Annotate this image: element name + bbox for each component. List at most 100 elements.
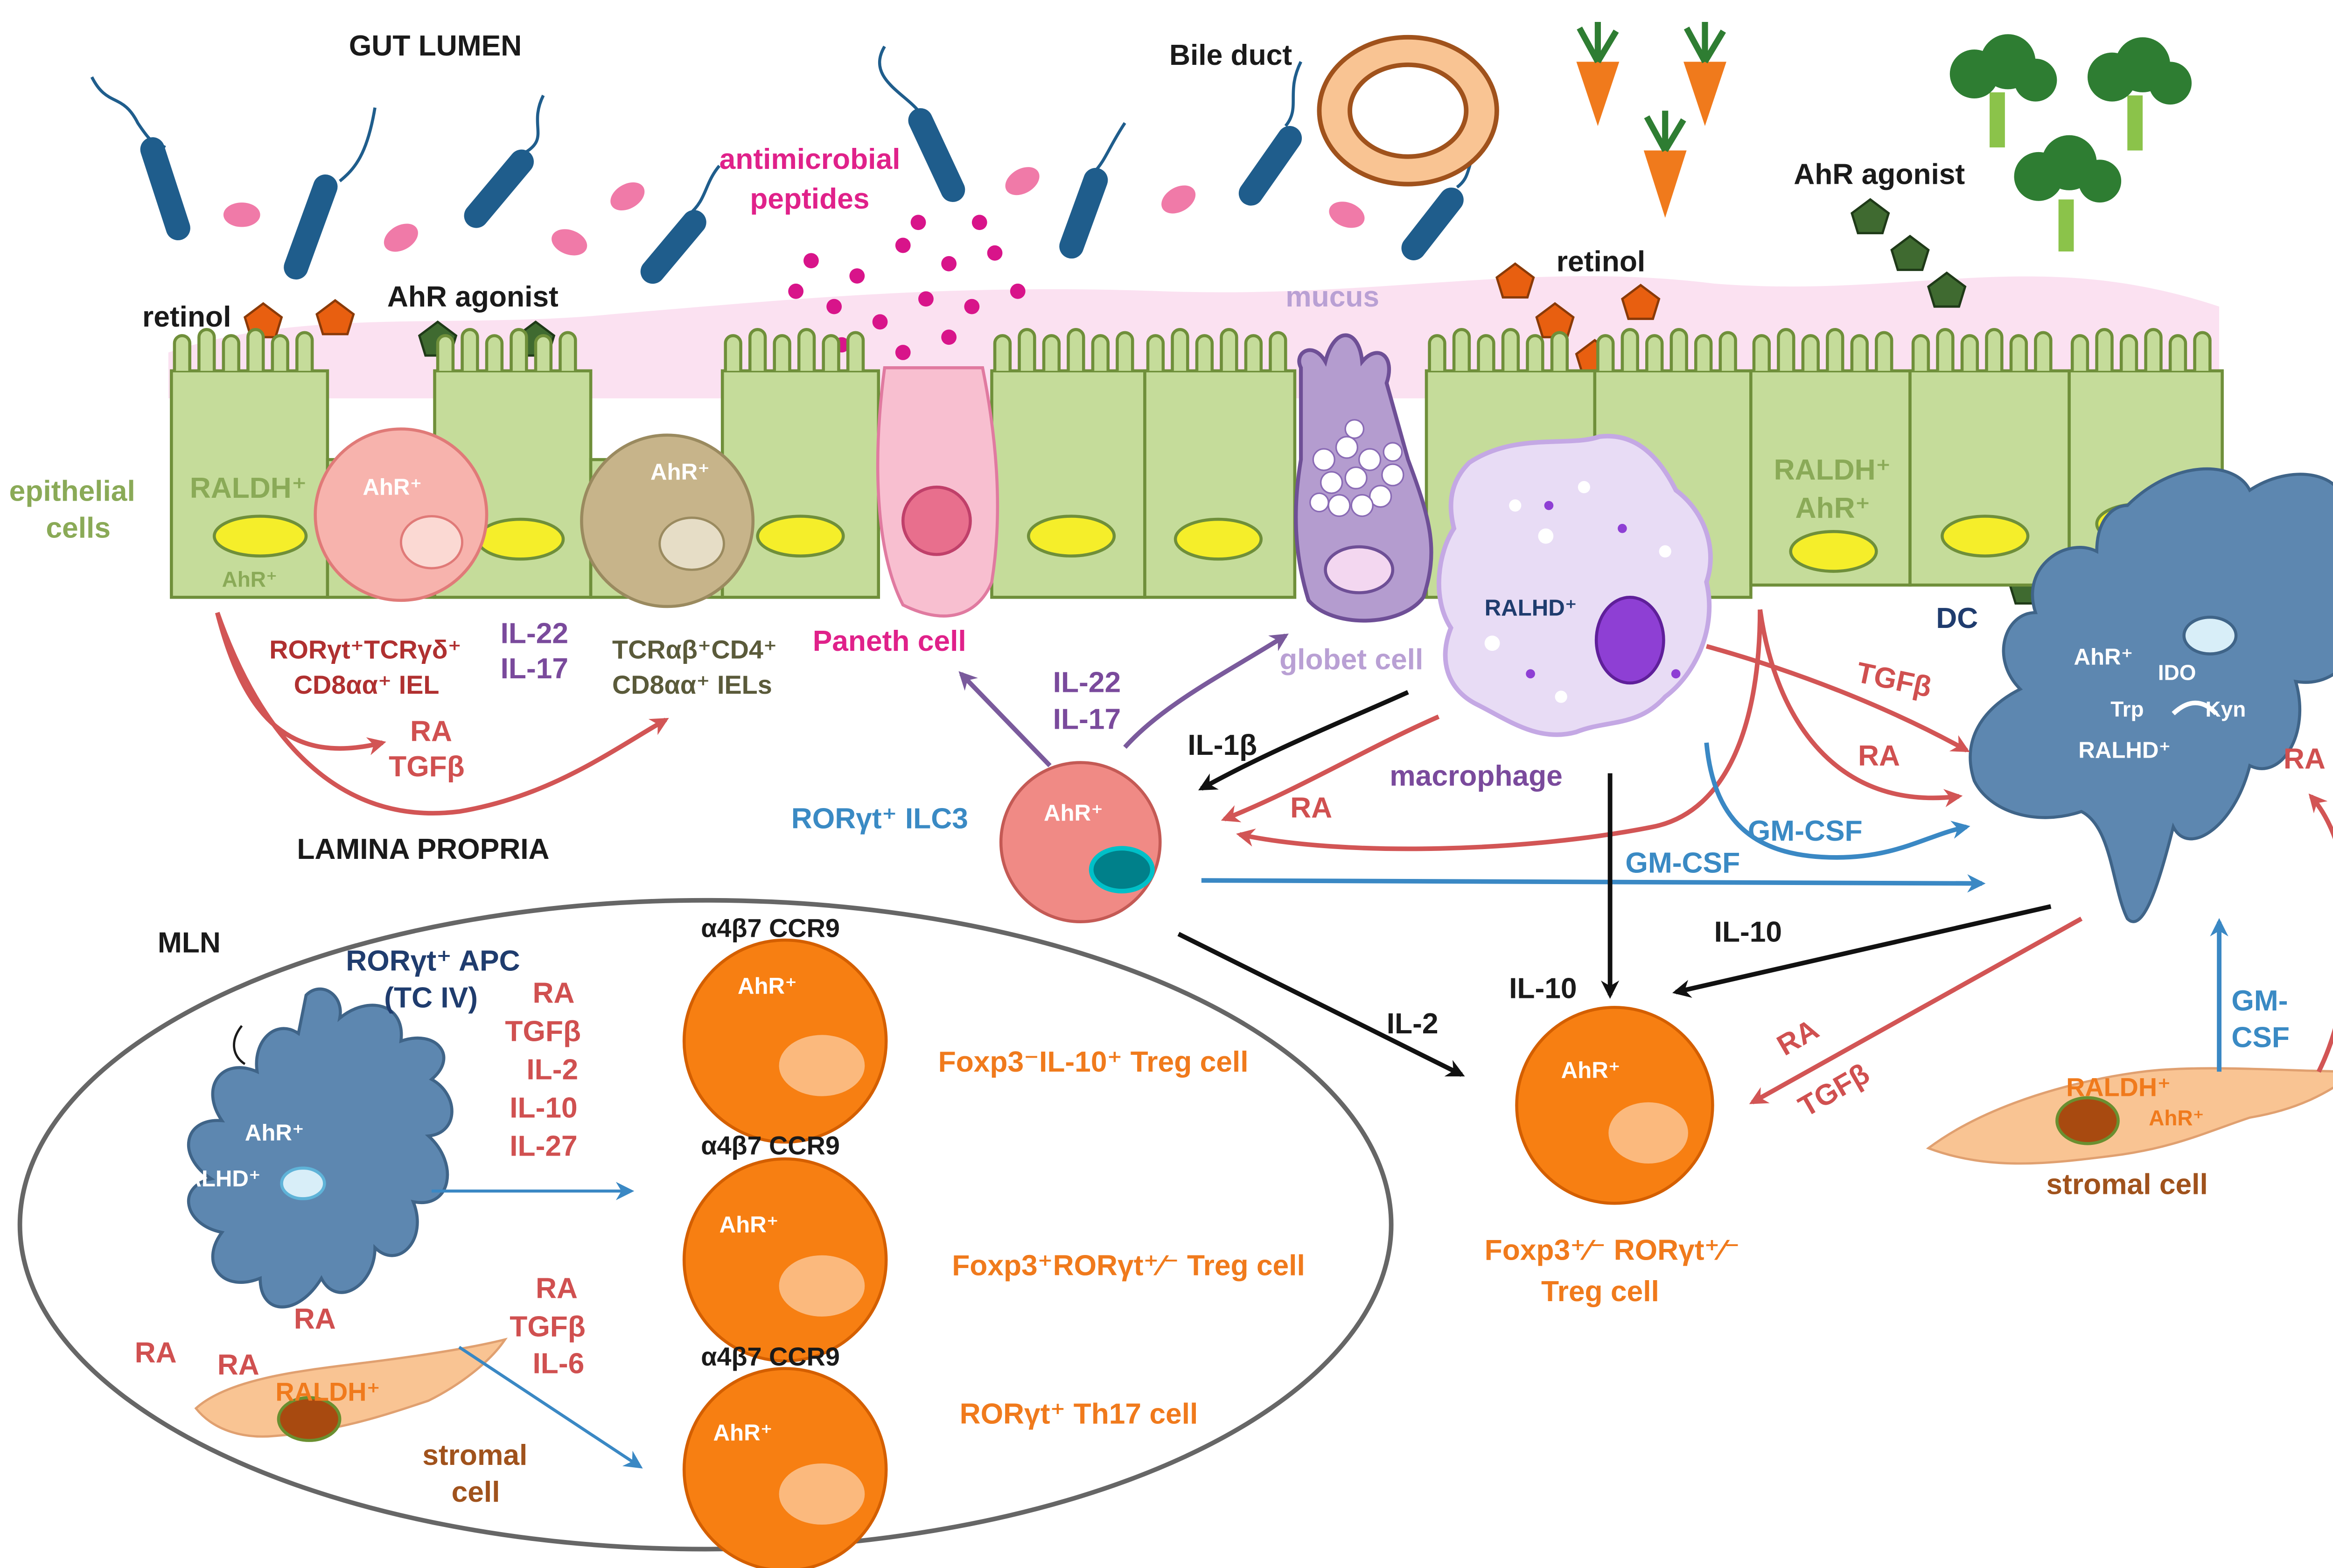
label-mln-cell-ahr-3: AhR⁺ bbox=[713, 1420, 773, 1446]
label-iel-pink-2: CD8αα⁺ IEL bbox=[294, 670, 440, 699]
label-treg-2: Foxp3⁺RORγt⁺⁄⁻ Treg cell bbox=[952, 1249, 1305, 1282]
label-il1b: IL-1β bbox=[1187, 729, 1257, 761]
label-paneth: Paneth cell bbox=[813, 625, 966, 657]
carrot-icon bbox=[1643, 111, 1687, 218]
label-dc-kyn: Kyn bbox=[2206, 697, 2246, 721]
label-mln-ra2: RA bbox=[135, 1337, 177, 1369]
label-tgfb-right: TGFβ bbox=[1854, 656, 1935, 704]
label-mln-cell-ahr-1: AhR⁺ bbox=[738, 973, 797, 999]
label-gmcsf-1: GM-CSF bbox=[1748, 815, 1863, 847]
label-mln-stromal-1: stromal bbox=[422, 1439, 527, 1471]
label-mln-f4: IL-10 bbox=[510, 1092, 577, 1124]
label-retinol-left: retinol bbox=[142, 301, 231, 333]
bacterium-icon bbox=[284, 107, 377, 280]
label-mln-f1: RA bbox=[532, 977, 574, 1010]
label-mln-ra3: RA bbox=[217, 1349, 259, 1381]
treg-cell-right bbox=[1515, 1006, 1714, 1205]
label-mln-f2: TGFβ bbox=[505, 1016, 581, 1048]
label-gmcsf-stromal-2: CSF bbox=[2231, 1022, 2290, 1054]
label-gut-lumen: GUT LUMEN bbox=[349, 30, 522, 62]
label-ra-left: RA bbox=[410, 716, 452, 748]
enterocyte bbox=[1143, 328, 1297, 599]
bacterium-icon bbox=[1238, 61, 1302, 206]
label-gmcsf-stromal-1: GM- bbox=[2231, 985, 2288, 1017]
broccoli-icon bbox=[2087, 37, 2192, 151]
label-mln-stromal-raldh: RALDH⁺ bbox=[275, 1377, 380, 1406]
label-ra-stromal: RA bbox=[2284, 743, 2326, 775]
label-il17-mid: IL-17 bbox=[1053, 703, 1121, 735]
label-ilc3-ahr: AhR⁺ bbox=[1044, 800, 1103, 826]
bacteria-group bbox=[90, 45, 1483, 284]
label-mln-g1: RA bbox=[536, 1273, 578, 1305]
label-treg-right-ahr: AhR⁺ bbox=[1561, 1057, 1621, 1083]
mln-th17 bbox=[682, 1367, 888, 1568]
label-dc-ido: IDO bbox=[2158, 660, 2196, 684]
label-mln-ra1: RA bbox=[294, 1303, 336, 1335]
label-il22-mid: IL-22 bbox=[1053, 667, 1121, 699]
label-mln-f3: IL-2 bbox=[526, 1054, 578, 1086]
label-dc-ahr: AhR⁺ bbox=[2074, 644, 2133, 670]
label-raldh-right: RALDH⁺ bbox=[1774, 454, 1891, 486]
globet-cell bbox=[1294, 333, 1433, 623]
label-ahr-pink-iel: AhR⁺ bbox=[363, 474, 422, 500]
epithelium bbox=[170, 328, 2224, 599]
label-mln-g2: TGFβ bbox=[510, 1311, 586, 1343]
bacterium-icon bbox=[464, 95, 545, 228]
label-il10-macro: IL-10 bbox=[1509, 973, 1577, 1005]
label-ahr-agonist-left: AhR agonist bbox=[387, 281, 559, 313]
carrot-icon bbox=[1576, 22, 1620, 126]
label-epithelial-2: cells bbox=[46, 512, 111, 544]
label-apc-1: RORγt⁺ APC bbox=[346, 945, 520, 977]
label-mucus: mucus bbox=[1285, 281, 1379, 313]
label-ra-treg: RA bbox=[1772, 1013, 1824, 1062]
label-treg-right-1: Foxp3⁺⁄⁻ RORγt⁺⁄⁻ bbox=[1485, 1234, 1740, 1267]
stromal-cell-right bbox=[1926, 1067, 2333, 1165]
arrows-upper bbox=[215, 609, 2333, 1105]
label-il17-left: IL-17 bbox=[501, 653, 568, 685]
apc-cell bbox=[187, 987, 454, 1309]
label-gmcsf-2: GM-CSF bbox=[1625, 847, 1740, 879]
mln-treg-1 bbox=[682, 938, 888, 1144]
label-ra-macro: RA bbox=[1290, 792, 1332, 824]
label-mln-cell-ahr-2: AhR⁺ bbox=[719, 1212, 779, 1238]
label-il2: IL-2 bbox=[1387, 1008, 1439, 1040]
label-tgfb-treg: TGFβ bbox=[1793, 1058, 1875, 1123]
broccoli-icon bbox=[1949, 34, 2057, 147]
mln-treg-2 bbox=[682, 1157, 888, 1363]
label-treg-right-2: Treg cell bbox=[1541, 1275, 1659, 1308]
paneth-granules bbox=[788, 215, 1026, 360]
label-ahr-right-epi: AhR⁺ bbox=[1795, 492, 1871, 524]
label-iel-tan-2: CD8αα⁺ IELs bbox=[612, 670, 772, 699]
carrot-icon bbox=[1683, 22, 1726, 126]
label-mln-stromal-2: cell bbox=[452, 1476, 500, 1508]
paneth-cell bbox=[876, 366, 999, 618]
label-apc-ralhd: RALHD⁺ bbox=[168, 1166, 261, 1192]
label-raldh-left: RALDH⁺ bbox=[190, 472, 307, 504]
label-antimicrobial-1: antimicrobial bbox=[719, 143, 901, 175]
bacterium-icon bbox=[90, 76, 190, 241]
label-ralhd-macro: RALHD⁺ bbox=[1485, 595, 1577, 621]
label-ra-right: RA bbox=[1858, 740, 1900, 772]
label-apc-ahr: AhR⁺ bbox=[245, 1120, 304, 1146]
label-ahr-tan-iel: AhR⁺ bbox=[650, 459, 710, 485]
label-il22-left: IL-22 bbox=[501, 618, 568, 650]
label-stromal-right-ahr: AhR⁺ bbox=[2149, 1106, 2204, 1130]
label-dc-trp: Trp bbox=[2110, 697, 2144, 721]
label-th17: RORγt⁺ Th17 cell bbox=[960, 1398, 1198, 1430]
iel-alpha-beta bbox=[580, 433, 755, 608]
label-globet: globet cell bbox=[1279, 643, 1423, 676]
label-ahr-agonist-top: AhR agonist bbox=[1794, 159, 1965, 191]
label-dc: DC bbox=[1936, 602, 1978, 634]
iel-gamma-delta bbox=[314, 427, 489, 602]
label-integrin-1: α4β7 CCR9 bbox=[701, 914, 840, 943]
bile-duct-icon bbox=[1317, 35, 1499, 187]
label-antimicrobial-2: peptides bbox=[750, 183, 869, 215]
label-tgfb-left: TGFβ bbox=[389, 751, 465, 783]
label-mln-f5: IL-27 bbox=[510, 1130, 577, 1163]
mln-boundary bbox=[17, 898, 1394, 1552]
label-integrin-2: α4β7 CCR9 bbox=[701, 1131, 840, 1160]
bacterium-icon bbox=[878, 45, 965, 202]
ilc3-cell bbox=[999, 761, 1162, 923]
mln-arrow-th17 bbox=[458, 1345, 643, 1469]
